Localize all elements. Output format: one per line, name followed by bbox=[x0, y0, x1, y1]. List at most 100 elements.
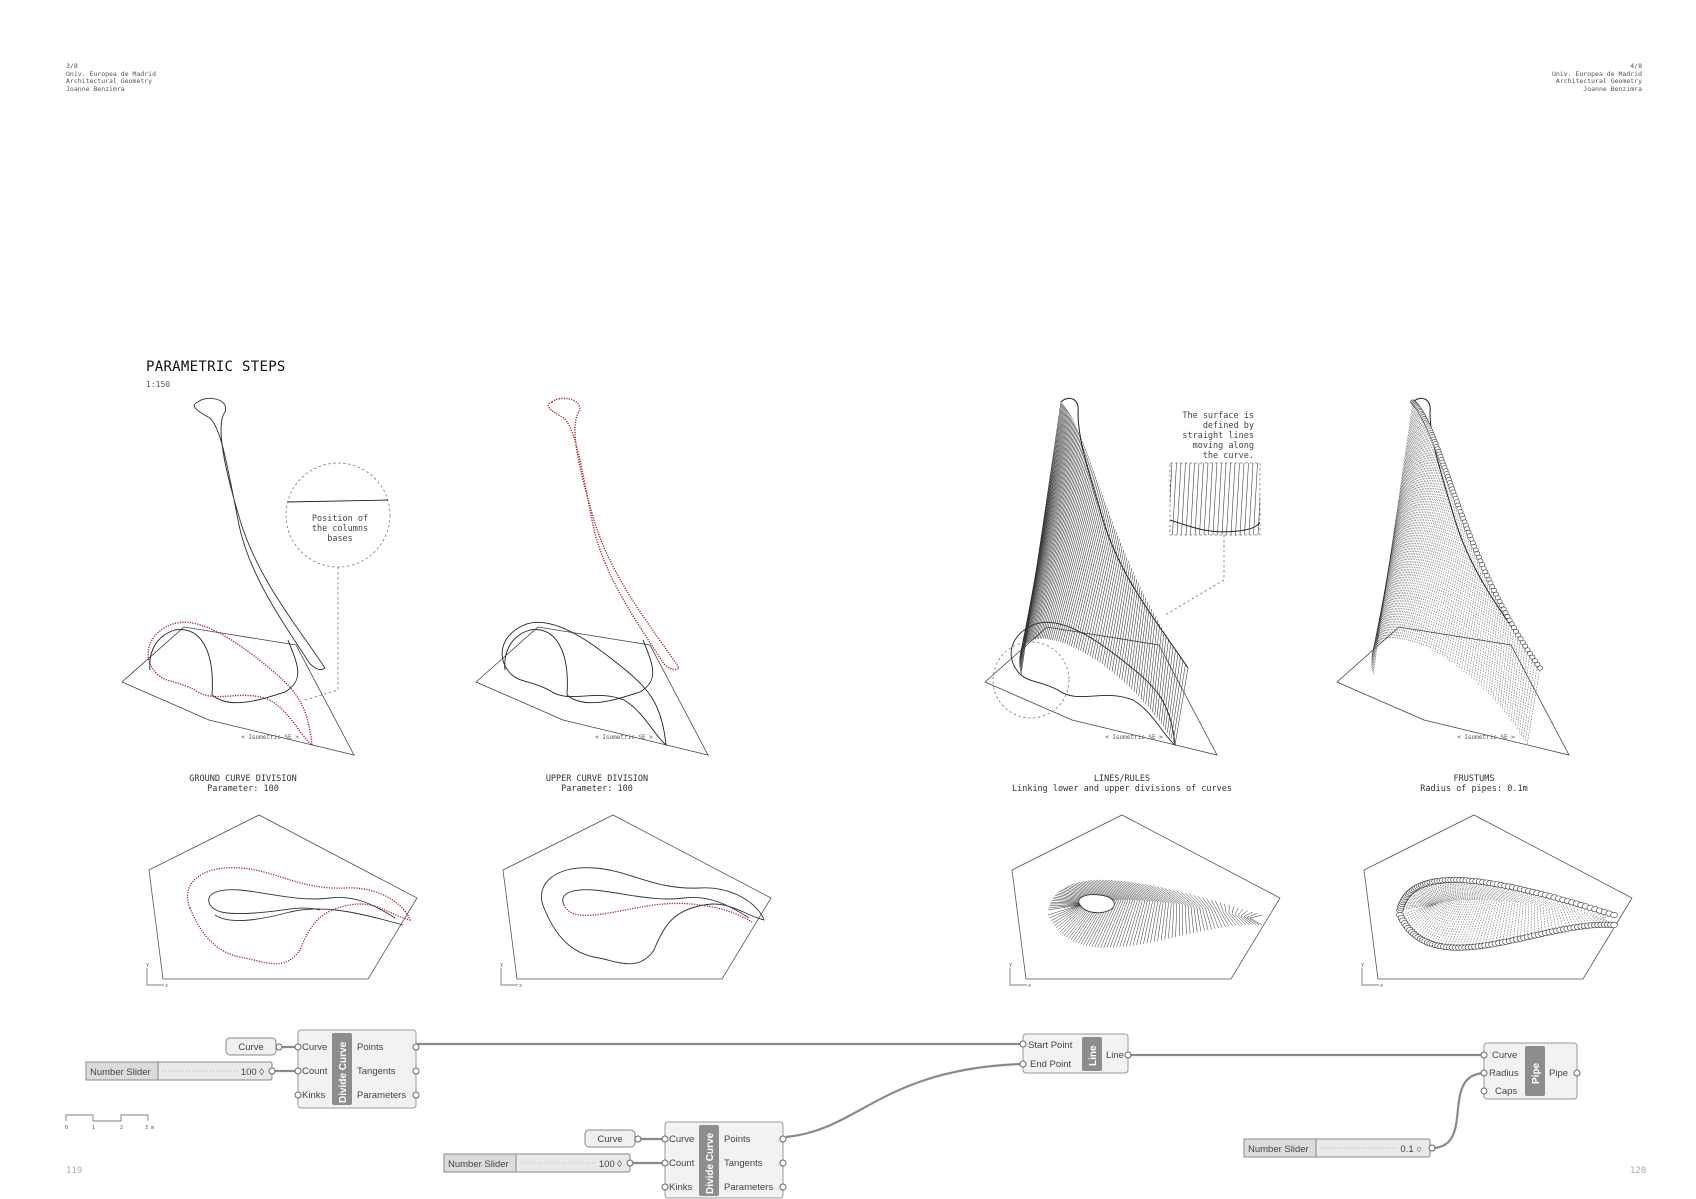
rule-line bbox=[1512, 902, 1519, 941]
rule-line bbox=[1215, 900, 1221, 912]
rule-line bbox=[1417, 886, 1457, 901]
number-slider-3[interactable]: Number Slider 0.1 ○ bbox=[1243, 1138, 1436, 1158]
rule-line bbox=[1425, 508, 1460, 648]
rule-line bbox=[1174, 667, 1189, 746]
rule-line bbox=[1407, 895, 1444, 903]
pipe-node[interactable]: Pipe Curve Radius Caps Pipe bbox=[1480, 1042, 1581, 1100]
rule-line bbox=[1169, 657, 1181, 736]
line-node[interactable]: Line Start Point End Point Line bbox=[1019, 1033, 1132, 1074]
svg-text:100 ◊: 100 ◊ bbox=[241, 1067, 264, 1078]
rule-line bbox=[1527, 903, 1530, 938]
rule-line bbox=[1601, 917, 1615, 926]
plan1-inner-curve bbox=[208, 889, 396, 919]
page-title: PARAMETRIC STEPS bbox=[146, 359, 286, 375]
rule-line bbox=[1156, 886, 1180, 905]
pipe-cap bbox=[1534, 662, 1541, 667]
iso4-base-plate bbox=[1336, 626, 1570, 756]
rule-line bbox=[1130, 881, 1161, 903]
rule-line bbox=[1146, 901, 1156, 944]
rule-line bbox=[1387, 448, 1438, 640]
rule-line bbox=[1157, 902, 1164, 942]
iso3-base-plate bbox=[984, 626, 1218, 756]
rule-line bbox=[1139, 900, 1151, 945]
rule-line bbox=[1461, 899, 1481, 948]
rule-line bbox=[1211, 909, 1219, 929]
rule-line bbox=[1405, 896, 1443, 903]
svg-text:Number Slider: Number Slider bbox=[448, 1159, 509, 1170]
svg-text:Radius: Radius bbox=[1489, 1068, 1519, 1079]
rule-line bbox=[1451, 546, 1475, 663]
rule-line bbox=[1141, 883, 1169, 903]
rule-line bbox=[1491, 900, 1503, 945]
iso2-view-label: < Isometric SE > bbox=[595, 734, 653, 741]
svg-text:Line: Line bbox=[1106, 1050, 1124, 1061]
rule-line bbox=[1172, 463, 1177, 535]
caption-frustums: FRUSTUMS Radius of pipes: 0.1m bbox=[1420, 774, 1528, 794]
rule-line bbox=[1551, 907, 1557, 931]
rule-line bbox=[1049, 903, 1083, 907]
rule-line bbox=[1036, 451, 1087, 640]
rule-line bbox=[1020, 418, 1073, 652]
rule-line bbox=[1167, 653, 1179, 733]
svg-text:x: x bbox=[1028, 983, 1031, 989]
number-slider-1[interactable]: Number Slider 100 ◊ bbox=[85, 1061, 276, 1081]
rule-line bbox=[1203, 463, 1209, 535]
note-surface: The surface is defined by straight lines… bbox=[1182, 411, 1254, 461]
iso2-ground-curve bbox=[501, 621, 667, 747]
rule-line bbox=[1385, 446, 1437, 640]
rule-line bbox=[1419, 885, 1459, 901]
svg-text:Parameters: Parameters bbox=[724, 1182, 773, 1193]
rule-line bbox=[1221, 463, 1227, 535]
rule-line bbox=[1508, 886, 1532, 905]
rule-line bbox=[1119, 575, 1136, 679]
rule-line bbox=[1126, 586, 1141, 685]
rule-line bbox=[1224, 903, 1227, 913]
rule-line bbox=[1554, 907, 1561, 931]
rule-line bbox=[1149, 623, 1161, 710]
rule-line bbox=[1416, 887, 1455, 901]
rule-line bbox=[1452, 899, 1474, 948]
rule-line bbox=[1064, 495, 1103, 644]
divide-curve-node-2[interactable]: Divide Curve Curve Count Kinks Points Ta… bbox=[661, 1121, 787, 1199]
rule-line bbox=[1373, 420, 1426, 651]
rule-line bbox=[1497, 616, 1508, 705]
rule-line bbox=[1022, 423, 1076, 648]
iso3-rules bbox=[1019, 401, 1189, 746]
rule-line bbox=[1471, 900, 1488, 948]
rule-line bbox=[1100, 899, 1122, 948]
rule-line bbox=[1152, 627, 1163, 713]
number-slider-2[interactable]: Number Slider 100 ◊ bbox=[443, 1153, 634, 1173]
rule-line bbox=[1062, 491, 1102, 643]
rule-line bbox=[1432, 900, 1459, 945]
rule-line bbox=[1193, 906, 1198, 933]
rule-line bbox=[1136, 601, 1148, 695]
curve-param-1[interactable]: Curve bbox=[225, 1037, 283, 1056]
rule-line bbox=[1140, 608, 1152, 700]
curve-param-2[interactable]: Curve bbox=[584, 1129, 642, 1148]
rule-line bbox=[1249, 917, 1263, 926]
rule-line bbox=[1427, 900, 1455, 943]
plan1-pentagon bbox=[148, 814, 418, 980]
rule-line bbox=[1175, 903, 1178, 938]
rule-line bbox=[1434, 521, 1465, 653]
rule-line bbox=[1411, 902, 1443, 933]
divide-curve-node-1[interactable]: Divide Curve Curve Count Kinks Points Ta… bbox=[294, 1029, 420, 1109]
rule-line bbox=[1106, 557, 1128, 669]
rule-line bbox=[1021, 420, 1074, 651]
rule-line bbox=[1435, 900, 1461, 946]
iso2-base-plate bbox=[475, 626, 709, 756]
svg-text:Pipe: Pipe bbox=[1531, 1062, 1542, 1084]
iso1-leader bbox=[304, 567, 339, 701]
svg-text:Curve: Curve bbox=[302, 1042, 327, 1053]
rule-line bbox=[1121, 579, 1137, 681]
rule-line bbox=[1030, 441, 1083, 641]
rule-line bbox=[1107, 879, 1143, 901]
rule-line bbox=[1478, 586, 1493, 685]
rule-line bbox=[1468, 571, 1486, 676]
rule-line bbox=[1230, 463, 1236, 535]
rule-line bbox=[1049, 904, 1082, 919]
rule-line bbox=[1244, 463, 1249, 535]
rule-line bbox=[1246, 913, 1258, 918]
rule-line bbox=[1598, 917, 1612, 926]
plan2-inner-curve bbox=[562, 889, 750, 919]
